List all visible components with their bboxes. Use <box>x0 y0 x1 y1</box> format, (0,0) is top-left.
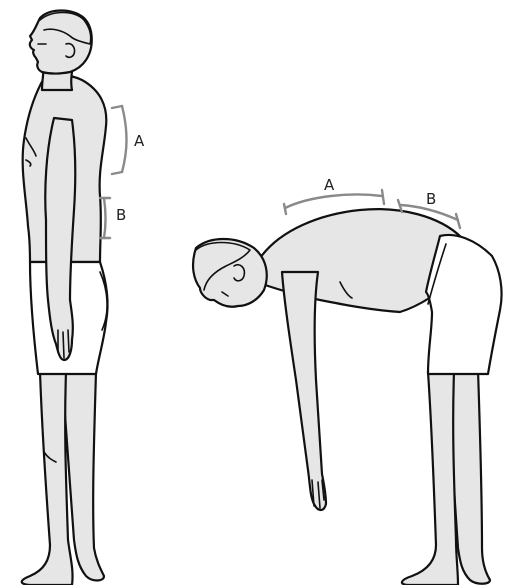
bent-label-a: A <box>324 176 335 194</box>
bent-front-leg <box>402 372 458 585</box>
standing-bracket-a <box>112 106 127 174</box>
standing-figure <box>22 11 108 585</box>
bent-head <box>193 239 267 307</box>
bent-label-b: B <box>426 190 436 208</box>
bent-arm <box>282 272 326 510</box>
bent-shorts <box>426 235 502 374</box>
bent-figure <box>193 209 502 585</box>
standing-front-leg <box>22 372 73 585</box>
standing-label-b: B <box>116 206 126 224</box>
standing-label-a: A <box>134 132 145 150</box>
